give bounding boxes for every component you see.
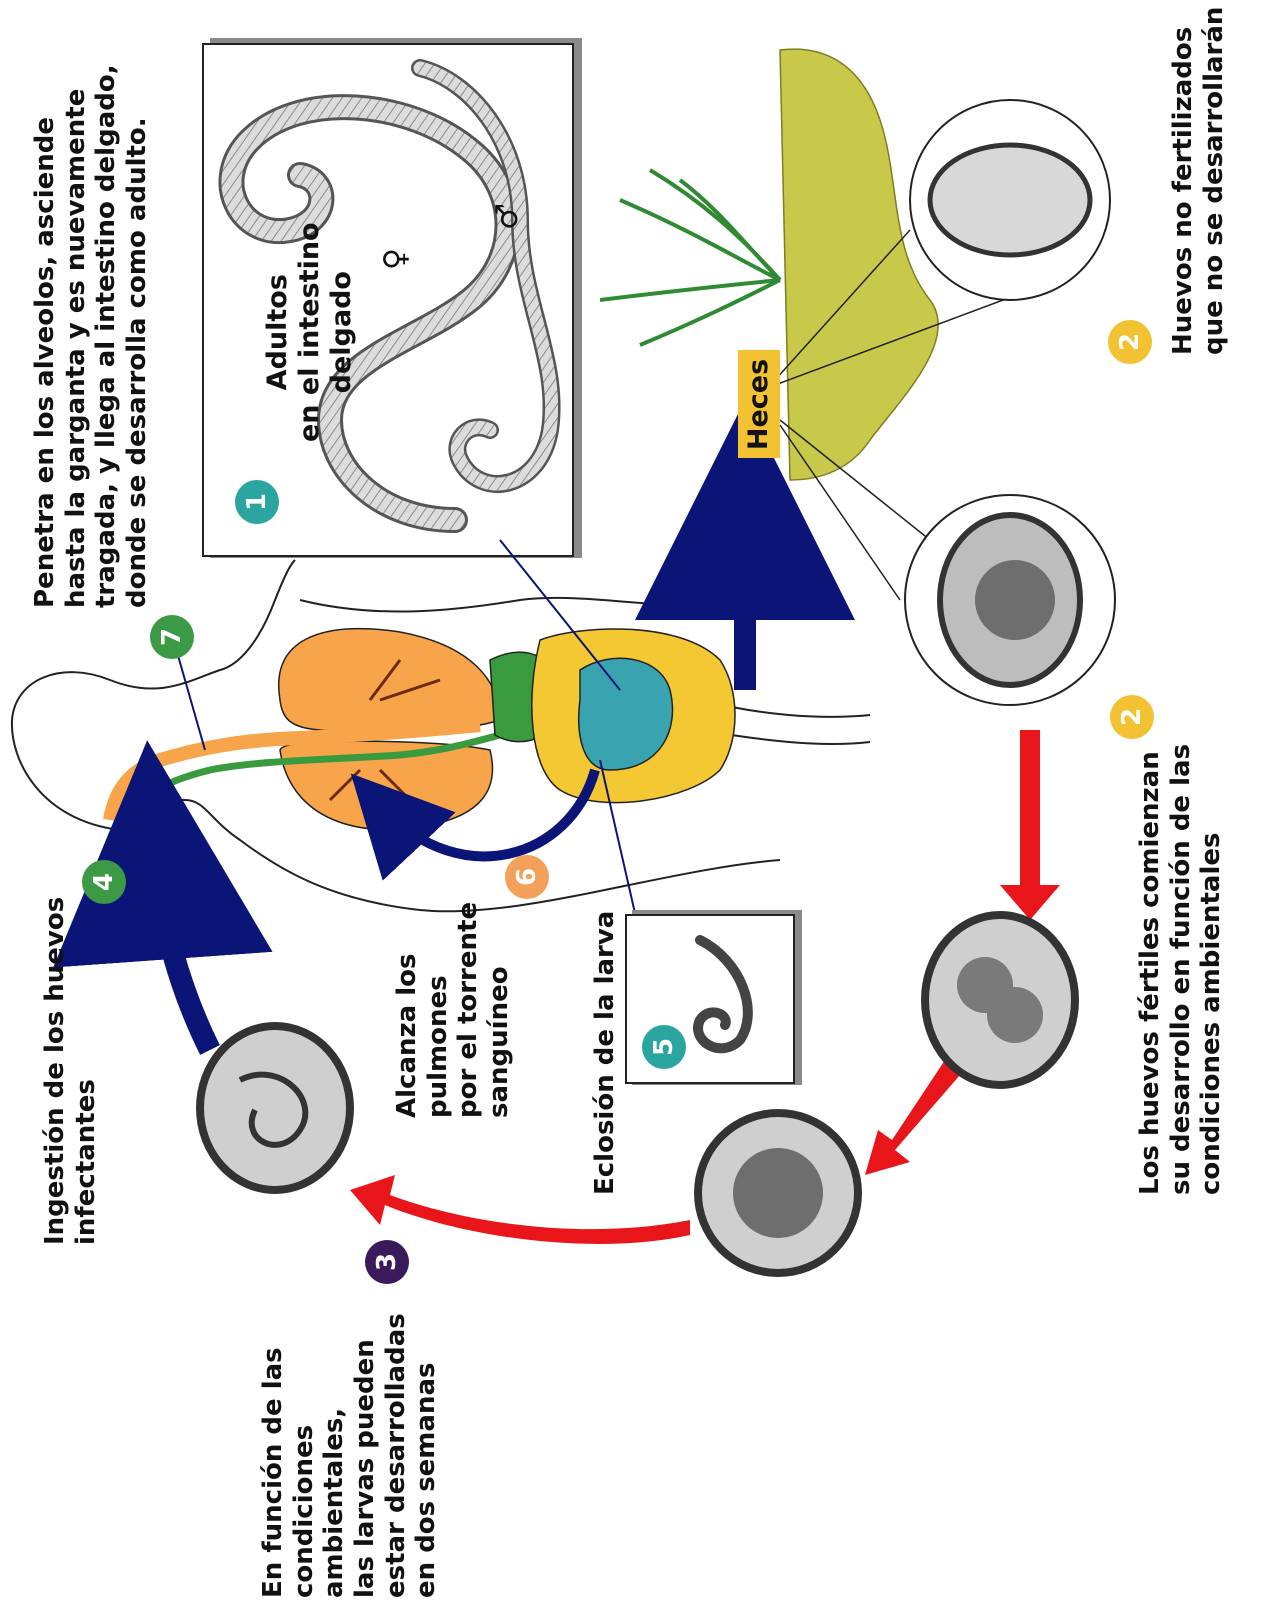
egg-fertile <box>905 495 1115 705</box>
soil-patch <box>780 49 938 480</box>
step-7-label: Penetra en los alveolos, asciende hasta … <box>30 64 153 608</box>
egg-embryonated <box>200 1026 350 1190</box>
egg-unfertilized <box>910 100 1110 300</box>
step-2-badge-fertile: 2 <box>1110 695 1154 739</box>
male-symbol: ♂ <box>490 203 525 230</box>
step-3-badge: 3 <box>365 1240 409 1284</box>
grass <box>600 170 780 345</box>
arrow-ingestion <box>155 850 210 1050</box>
step-5-label: Eclosión de la larva <box>590 911 621 1195</box>
step-2-badge-unfertilized: 2 <box>1108 320 1152 364</box>
step-1-badge: 1 <box>235 480 279 524</box>
step-2-fertile-label: Los huevos fértiles comienzan su desarro… <box>1135 744 1227 1195</box>
step-1-label: Adultos en el intestino delgado <box>262 222 358 442</box>
step-6-badge: 6 <box>505 855 549 899</box>
step-7-badge: 7 <box>150 615 194 659</box>
step-4-label: Ingestión de los huevos infectantes <box>40 897 101 1245</box>
female-symbol: ♀ <box>378 248 413 270</box>
egg-multi-cell <box>698 1113 858 1273</box>
step-2-unfertilized-label: Huevos no fertilizados que no se desarro… <box>1168 7 1229 355</box>
egg-two-cell <box>925 915 1075 1085</box>
step-3-label: En función de las condiciones ambientale… <box>258 1313 442 1598</box>
digestive-organs <box>490 629 735 803</box>
step-6-label: Alcanza los pulmones por el torrente san… <box>392 902 515 1118</box>
heces-label: Heces <box>738 350 780 458</box>
step-5-badge: 5 <box>642 1025 686 1069</box>
